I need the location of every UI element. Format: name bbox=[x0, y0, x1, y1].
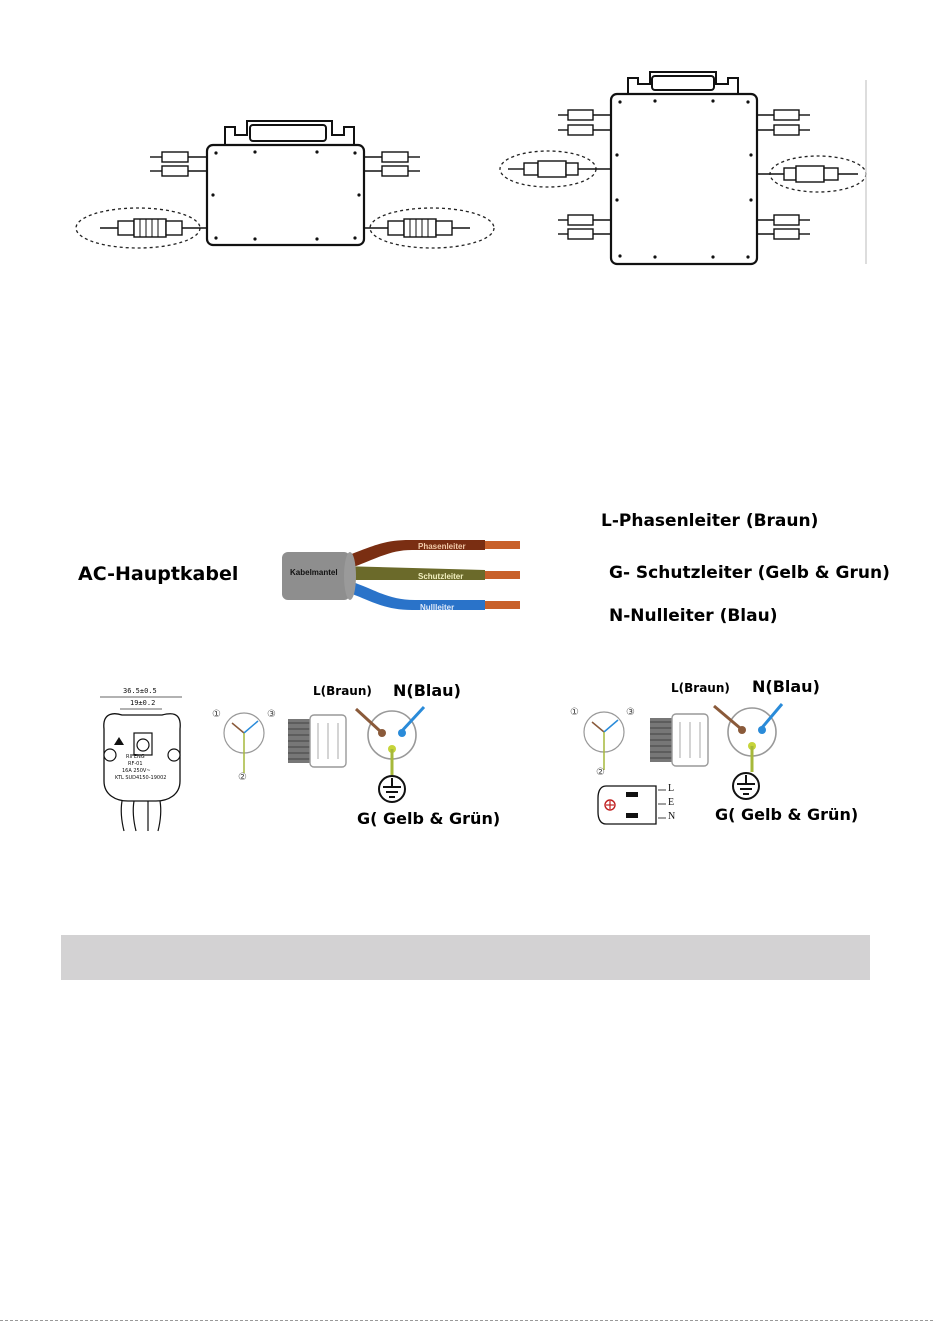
pin-1-left: ① bbox=[212, 709, 221, 720]
label-l-braun-right: L(Braun) bbox=[671, 681, 730, 695]
legend-neutral: N-Nulleiter (Blau) bbox=[609, 606, 777, 626]
inverter-diagram-right bbox=[498, 70, 870, 266]
cable-title: AC-Hauptkabel bbox=[78, 563, 238, 585]
legend-phase: L-Phasenleiter (Braun) bbox=[601, 511, 818, 531]
plug-stamp-3: 16A 250V~ bbox=[122, 768, 151, 774]
plug-dim-width: 36.5±0.5 bbox=[123, 687, 157, 695]
label-l-braun-left: L(Braun) bbox=[313, 684, 372, 698]
label-n-blau-right: N(Blau) bbox=[752, 677, 820, 696]
plug-stamp-1: RIFENG bbox=[126, 754, 145, 760]
inverter-diagram-left bbox=[70, 115, 500, 265]
label-g-left: G( Gelb & Grün) bbox=[357, 809, 500, 828]
pin-3-left: ③ bbox=[267, 709, 276, 720]
page-footer-rule bbox=[0, 1320, 933, 1323]
plug-stamp-2: RF-01 bbox=[128, 761, 143, 767]
label-phasenleiter: Phasenleiter bbox=[418, 542, 466, 551]
pin-2-right: ② bbox=[596, 767, 605, 778]
section-header-band bbox=[61, 935, 870, 980]
plug-dim-pin: 19±0.2 bbox=[130, 699, 155, 707]
label-kabelmantel: Kabelmantel bbox=[290, 568, 338, 577]
socket-letter-n: N bbox=[668, 811, 675, 822]
pin-3-right: ③ bbox=[626, 707, 635, 718]
label-g-right: G( Gelb & Grün) bbox=[715, 805, 858, 824]
legend-earth: G- Schutzleiter (Gelb & Grun) bbox=[609, 563, 890, 583]
label-n-blau-left: N(Blau) bbox=[393, 681, 461, 700]
label-schutzleiter: Schutzleiter bbox=[418, 572, 463, 581]
connector-pinout-left bbox=[208, 705, 508, 815]
socket-letter-e: E bbox=[668, 797, 674, 808]
socket-letter-l: L bbox=[668, 783, 674, 794]
pin-2-left: ② bbox=[238, 772, 247, 783]
pin-1-right: ① bbox=[570, 707, 579, 718]
plug-stamp-4: KTL SUD4150-19002 bbox=[115, 775, 166, 781]
label-nullleiter: Nullleiter bbox=[420, 603, 454, 612]
